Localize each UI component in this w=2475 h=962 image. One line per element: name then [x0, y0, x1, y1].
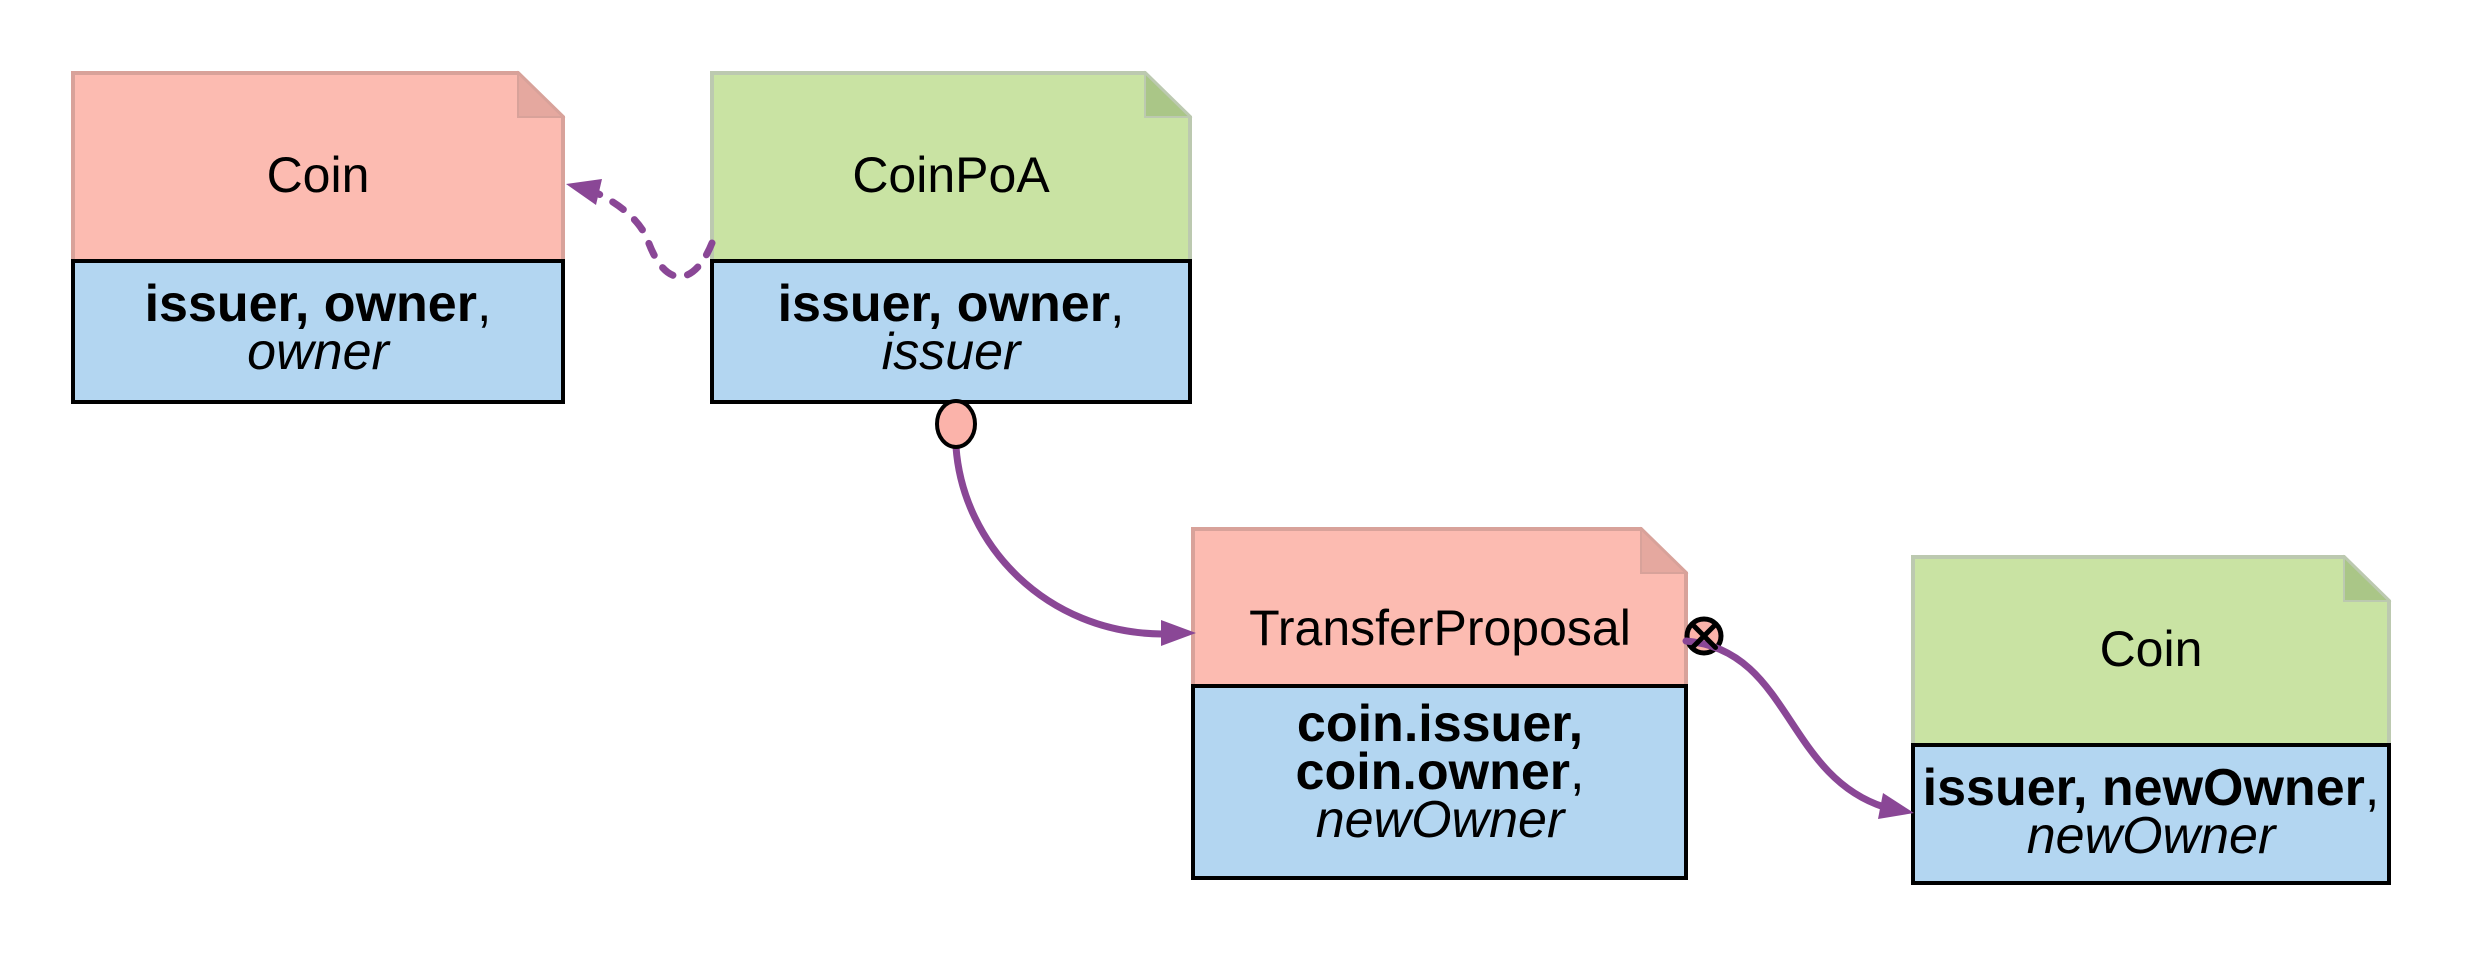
note-title: CoinPoA: [852, 147, 1050, 203]
note-header: [71, 71, 565, 263]
note-header: [1911, 555, 2391, 747]
note-title: Coin: [267, 147, 370, 203]
note-fold-corner-icon: [1144, 70, 1193, 118]
note-coinpoa: CoinPoA issuer, owner, issuer: [710, 70, 1193, 404]
note-fold-corner-icon: [2343, 554, 2392, 602]
note-header: [710, 71, 1192, 263]
connectors: [566, 179, 1914, 819]
note-body: [710, 259, 1192, 404]
note-controller-line: issuer: [882, 323, 1023, 381]
note-signatories-line: issuer, owner,: [778, 275, 1125, 333]
note-controller-line: owner: [247, 323, 391, 381]
choice-marker-icon: [935, 399, 977, 449]
note-coin-original: Coin issuer, owner, owner: [71, 70, 566, 404]
note-signatories-line: issuer, newOwner,: [1923, 759, 2380, 817]
note-title: Coin: [2100, 621, 2203, 677]
note-controller-line: newOwner: [2027, 807, 2278, 865]
note-transfer-proposal: TransferProposal coin.issuer, coin.owner…: [1191, 526, 1689, 880]
note-signatories-line-2: coin.owner,: [1296, 743, 1585, 801]
create-arrow-coin-new: [1682, 637, 1888, 811]
note-body: [71, 259, 565, 404]
archive-x-icon: [1690, 622, 1718, 650]
note-fold-corner-icon: [517, 70, 566, 118]
create-arrowhead-icon: [1161, 620, 1196, 646]
archive-x-stroke: [1690, 622, 1718, 650]
note-fold-corner-icon: [1640, 526, 1689, 574]
create-arrowhead-icon: [1878, 793, 1914, 819]
note-signatories-line-1: coin.issuer,: [1297, 695, 1583, 753]
note-title: TransferProposal: [1249, 600, 1631, 656]
dashed-reference-arrowhead-icon: [566, 179, 602, 205]
note-body: [1191, 684, 1688, 880]
note-body: [1911, 743, 2391, 885]
note-coin-new: Coin issuer, newOwner, newOwner: [1911, 554, 2392, 885]
note-signatories-line: issuer, owner,: [145, 275, 492, 333]
dashed-reference-arrow: [584, 185, 716, 280]
note-controller-line: newOwner: [1316, 791, 1567, 849]
create-arrow-transfer-proposal: [952, 443, 1166, 638]
